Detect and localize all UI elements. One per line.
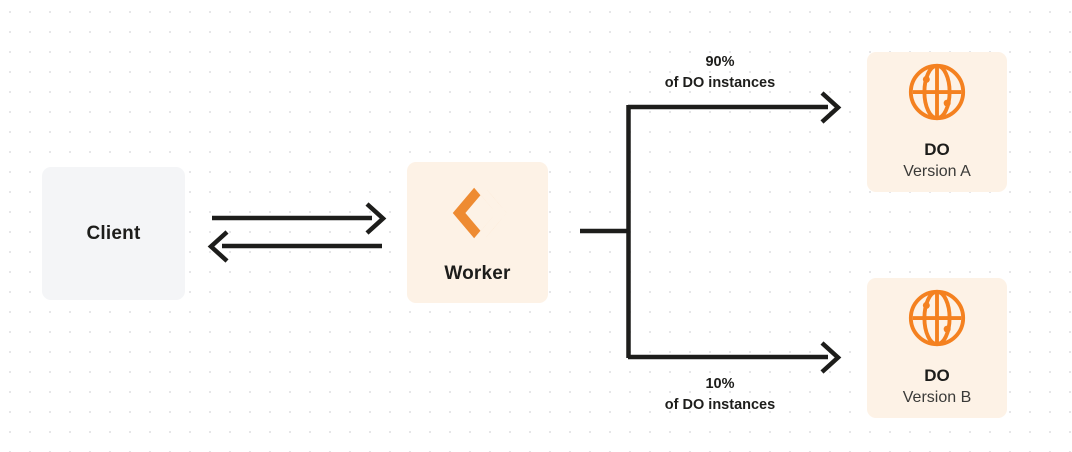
node-do-version-b[interactable]: DO Version B [867,278,1007,418]
node-do-a-sublabel: Version A [903,162,971,180]
edge-label-do-a-percent: 90% [705,54,735,70]
node-do-b-label: DO [924,366,950,386]
durable-object-globe-icon [906,61,968,128]
node-do-b-sublabel: Version B [902,388,972,406]
edge-worker-split-bus [580,105,631,358]
node-client[interactable]: Client [42,167,185,300]
node-do-a-label: DO [924,140,950,160]
edge-client-to-worker [212,202,387,235]
edge-label-do-b-caption: of DO instances [664,397,776,414]
node-worker[interactable]: Worker [407,162,548,303]
node-client-label: Client [86,222,141,244]
edge-label-do-a: 90% of DO instances [610,52,830,94]
edge-label-do-a-caption: of DO instances [664,75,776,92]
edge-worker-to-do-b [628,341,842,374]
edge-label-do-b: 10% of DO instances [610,374,830,416]
durable-object-globe-icon [906,287,968,354]
edge-worker-to-client [207,230,382,263]
node-do-version-a[interactable]: DO Version A [867,52,1007,192]
edge-label-do-b-percent: 10% [705,376,735,392]
edge-worker-to-do-a [628,91,842,124]
workers-logo-icon [445,180,511,251]
node-worker-label: Worker [444,263,511,285]
